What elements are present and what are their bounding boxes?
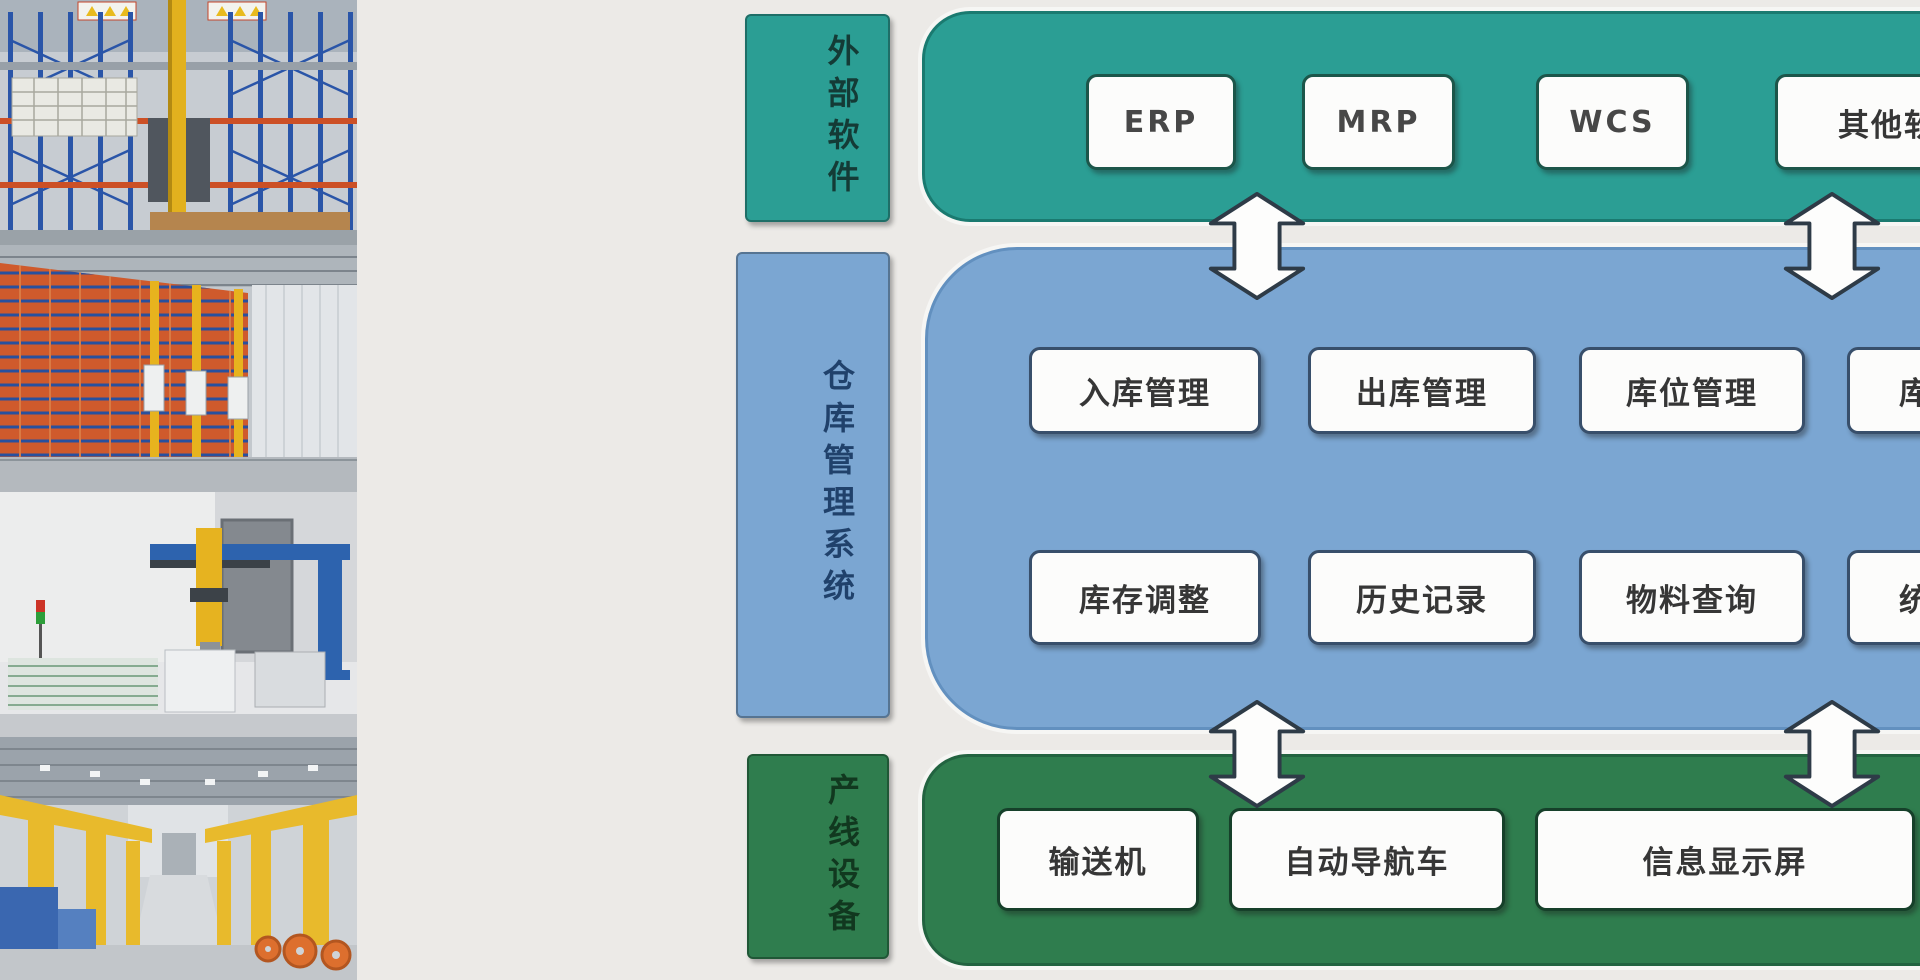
production-line-aisle-illustration xyxy=(0,737,357,980)
layer-warehouse-management-system xyxy=(925,247,1920,730)
label-production-line-equipment: 产线设备 xyxy=(747,754,889,959)
double-arrow-icon-bottom-right xyxy=(1783,700,1881,808)
stacker-crane-aisle-illustration xyxy=(0,245,357,492)
asrs-pallet-racking-illustration xyxy=(0,0,357,245)
node-stocktaking: 库存盘点 xyxy=(1847,347,1920,434)
asrs-pallet-racking-photo xyxy=(0,0,357,245)
label-external-software: 外部软件 xyxy=(745,14,890,222)
label-warehouse-management-system-text: 仓库管理系统 xyxy=(818,359,856,611)
photo-strip xyxy=(0,0,357,980)
node-other-software: 其他软件系统 xyxy=(1775,74,1920,170)
node-location-management: 库位管理 xyxy=(1579,347,1805,434)
label-production-line-equipment-text: 产线设备 xyxy=(823,772,861,941)
node-inbound-management: 入库管理 xyxy=(1029,347,1261,434)
double-arrow-icon-top-left xyxy=(1208,192,1306,300)
production-line-aisle-photo xyxy=(0,737,357,980)
node-wcs: WCS xyxy=(1536,74,1689,170)
stacker-crane-aisle-photo xyxy=(0,245,357,492)
double-arrow-icon-bottom-left xyxy=(1208,700,1306,808)
node-conveyor: 输送机 xyxy=(997,808,1199,911)
node-erp: ERP xyxy=(1086,74,1236,170)
gantry-robot-photo xyxy=(0,492,357,737)
node-mrp: MRP xyxy=(1302,74,1455,170)
label-external-software-text: 外部软件 xyxy=(822,34,861,202)
double-arrow-icon-top-right xyxy=(1783,192,1881,300)
diagram-canvas: 外部软件 仓库管理系统 产线设备 ERP MRP WCS 其他软件系统 入库管理… xyxy=(357,0,1920,980)
node-outbound-management: 出库管理 xyxy=(1308,347,1536,434)
node-statistical-reports: 统计报表 xyxy=(1847,550,1920,645)
node-agv: 自动导航车 xyxy=(1229,808,1505,911)
node-info-display: 信息显示屏 xyxy=(1535,808,1915,911)
gantry-robot-illustration xyxy=(0,492,357,737)
node-history-records: 历史记录 xyxy=(1308,550,1536,645)
label-warehouse-management-system: 仓库管理系统 xyxy=(736,252,890,718)
node-inventory-adjustment: 库存调整 xyxy=(1029,550,1261,645)
node-material-query: 物料查询 xyxy=(1579,550,1805,645)
